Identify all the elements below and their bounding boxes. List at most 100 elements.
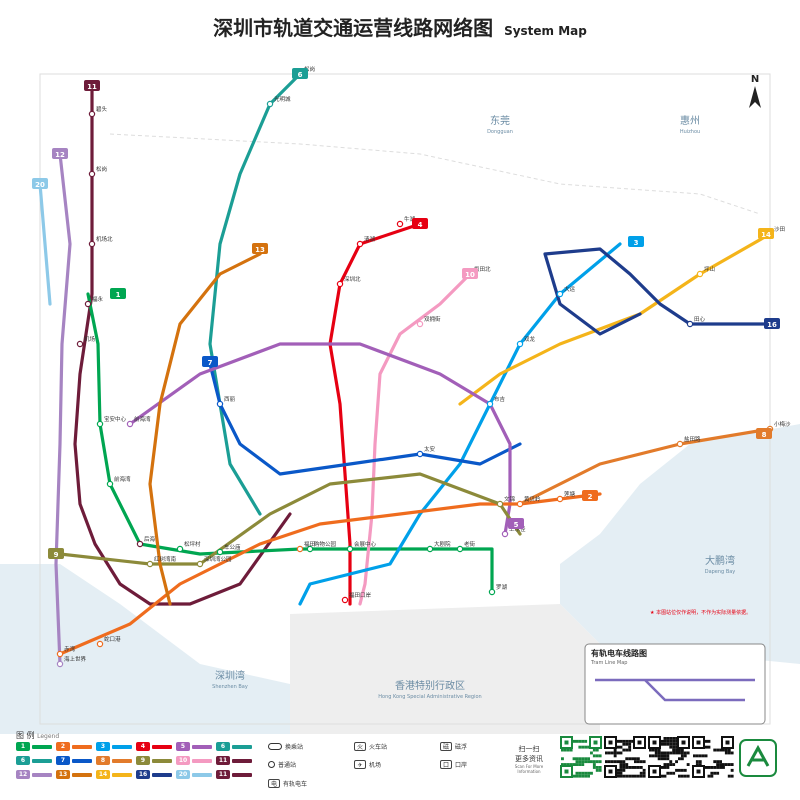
station-marker[interactable] [126, 420, 134, 428]
station-marker[interactable] [176, 545, 184, 553]
station-marker[interactable] [96, 640, 104, 648]
line-4-route[interactable] [328, 222, 422, 606]
station-name: 前海湾 [114, 475, 131, 483]
qr-code-4-icon[interactable] [692, 736, 734, 778]
qr-code-1-icon[interactable] [560, 736, 602, 778]
station-marker[interactable] [88, 110, 96, 118]
station-marker[interactable] [306, 545, 314, 553]
station-marker[interactable] [76, 340, 84, 348]
station-marker[interactable] [516, 500, 524, 508]
station-marker[interactable] [416, 320, 424, 328]
tram-map-inset[interactable]: 有轨电车线路图 Tram Line Map [584, 643, 766, 725]
svg-text:1: 1 [116, 291, 121, 299]
line-14-route[interactable] [458, 232, 772, 406]
line-3-route[interactable] [298, 242, 622, 606]
legend-symbol-item: 换乘站 [268, 740, 354, 753]
line-badge[interactable]: 7 [202, 356, 218, 367]
station-marker[interactable] [96, 420, 104, 428]
line-20-route[interactable] [38, 182, 52, 306]
legend-line-number: 9 [136, 756, 150, 765]
station-marker[interactable] [426, 545, 434, 553]
legend-symbol-label: 机场 [369, 762, 382, 770]
station-marker[interactable] [501, 530, 509, 538]
svg-text:16: 16 [767, 321, 777, 329]
svg-text:6: 6 [298, 71, 303, 79]
station-marker[interactable] [56, 650, 64, 658]
line-badge[interactable]: 1 [110, 288, 126, 299]
station-marker[interactable] [341, 596, 349, 604]
line-badge[interactable]: 11 [84, 80, 100, 91]
station-marker[interactable] [336, 280, 344, 288]
station-marker[interactable] [136, 540, 144, 548]
legend-line-swatch [192, 772, 212, 777]
line-badge[interactable]: 2 [582, 490, 598, 501]
legend-line-number: 4 [136, 742, 150, 751]
station-name: 深圳北 [344, 275, 361, 283]
line-1-route[interactable] [86, 292, 494, 594]
line-8-route[interactable] [518, 427, 772, 506]
line-13-route[interactable] [148, 252, 262, 606]
station-marker[interactable] [456, 545, 464, 553]
line-badge[interactable]: 12 [52, 148, 68, 159]
station-marker[interactable] [216, 400, 224, 408]
station-marker[interactable] [696, 270, 704, 278]
legend-line-item: 20 [176, 770, 216, 779]
station-marker[interactable] [146, 560, 154, 568]
station-marker[interactable] [196, 560, 204, 568]
qr-code-3-icon[interactable] [648, 736, 690, 778]
station-marker[interactable] [84, 300, 92, 308]
station-marker[interactable] [486, 400, 494, 408]
line-badge[interactable]: 13 [252, 243, 268, 254]
line-2-route[interactable] [58, 492, 602, 656]
line-badge[interactable]: 8 [756, 428, 772, 439]
line-badge[interactable]: 16 [764, 318, 780, 329]
legend-line-number: 16 [136, 770, 150, 779]
station-marker[interactable] [346, 545, 354, 553]
station-marker[interactable] [266, 100, 274, 108]
station-marker[interactable] [356, 240, 364, 248]
station-marker[interactable] [496, 500, 504, 508]
legend-line-swatch [152, 772, 172, 777]
station-marker[interactable] [88, 170, 96, 178]
line-badge[interactable]: 9 [48, 548, 64, 559]
line-badge[interactable]: 4 [412, 218, 428, 229]
line-badge[interactable]: 20 [32, 178, 48, 189]
line-badge[interactable]: 3 [628, 236, 644, 247]
legend-line-swatch [152, 744, 172, 749]
line-6-route[interactable] [208, 72, 302, 516]
line-11-route[interactable] [73, 84, 292, 606]
legend-symbol-item: 口口岸 [440, 759, 526, 772]
line-badge[interactable]: 10 [462, 268, 478, 279]
legend-line-item: 8 [96, 756, 136, 765]
station-name: 松岗 [304, 65, 315, 73]
station-marker[interactable] [88, 240, 96, 248]
station-marker[interactable] [556, 290, 564, 298]
station-marker[interactable] [488, 588, 496, 596]
line-5-route[interactable] [128, 342, 512, 536]
line-16-route[interactable] [543, 247, 772, 336]
line-9-route[interactable] [58, 472, 522, 566]
station-marker[interactable] [556, 495, 564, 503]
station-marker[interactable] [296, 545, 304, 553]
qr-code-2-icon[interactable] [604, 736, 646, 778]
station-marker[interactable] [516, 340, 524, 348]
station-marker[interactable] [676, 440, 684, 448]
svg-text:9: 9 [54, 551, 59, 559]
legend-line-number: 11 [216, 756, 230, 765]
line-badge[interactable]: 6 [292, 68, 308, 79]
line-12-route[interactable] [54, 152, 72, 666]
legend-line-number: 2 [56, 742, 70, 751]
station-marker[interactable] [416, 450, 424, 458]
legend-line-swatch [32, 772, 52, 777]
line-10-route[interactable] [358, 272, 472, 606]
line-7-route[interactable] [208, 362, 522, 476]
station-marker[interactable] [106, 480, 114, 488]
line-badge[interactable]: 14 [758, 228, 774, 239]
station-marker[interactable] [686, 320, 694, 328]
line-badge[interactable]: 5 [508, 518, 524, 529]
station-marker[interactable] [396, 220, 404, 228]
region-label-en: Huizhou [680, 129, 700, 135]
station-marker[interactable] [56, 660, 64, 668]
station-marker[interactable] [216, 548, 224, 556]
